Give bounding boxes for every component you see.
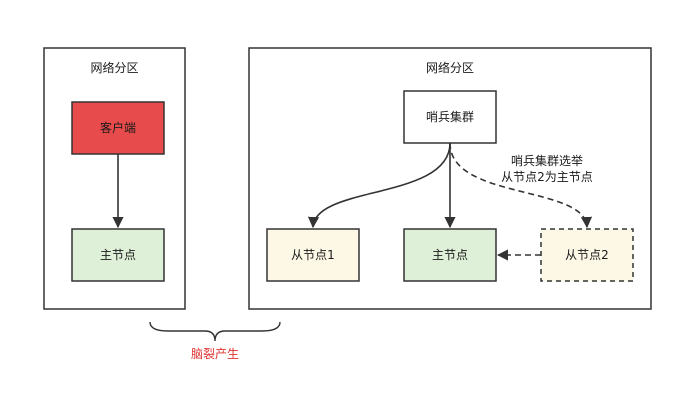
election-annotation-line1: 哨兵集群选举 <box>511 153 583 168</box>
client-label: 客户端 <box>100 120 136 135</box>
sentinel-to-slave1-arrow <box>307 142 451 229</box>
slave1-node: 从节点1 <box>266 228 360 282</box>
sentinel-label: 哨兵集群 <box>426 109 474 124</box>
split-brain-label: 脑裂产生 <box>191 347 239 361</box>
election-annotation-line2: 从节点2为主节点 <box>501 170 593 184</box>
left-master-node: 主节点 <box>71 228 165 282</box>
slave2-label: 从节点2 <box>565 248 609 262</box>
left-master-label: 主节点 <box>100 248 136 262</box>
slave1-label: 从节点1 <box>291 248 335 262</box>
left-partition-title: 网络分区 <box>90 60 138 75</box>
split-brain-brace <box>149 321 281 342</box>
sentinel-cluster-node: 哨兵集群 <box>403 90 497 144</box>
right-master-node: 主节点 <box>403 228 497 282</box>
client-node: 客户端 <box>71 101 165 155</box>
right-partition-title: 网络分区 <box>426 60 474 75</box>
slave2-node: 从节点2 <box>540 228 634 282</box>
right-master-label: 主节点 <box>432 248 468 262</box>
